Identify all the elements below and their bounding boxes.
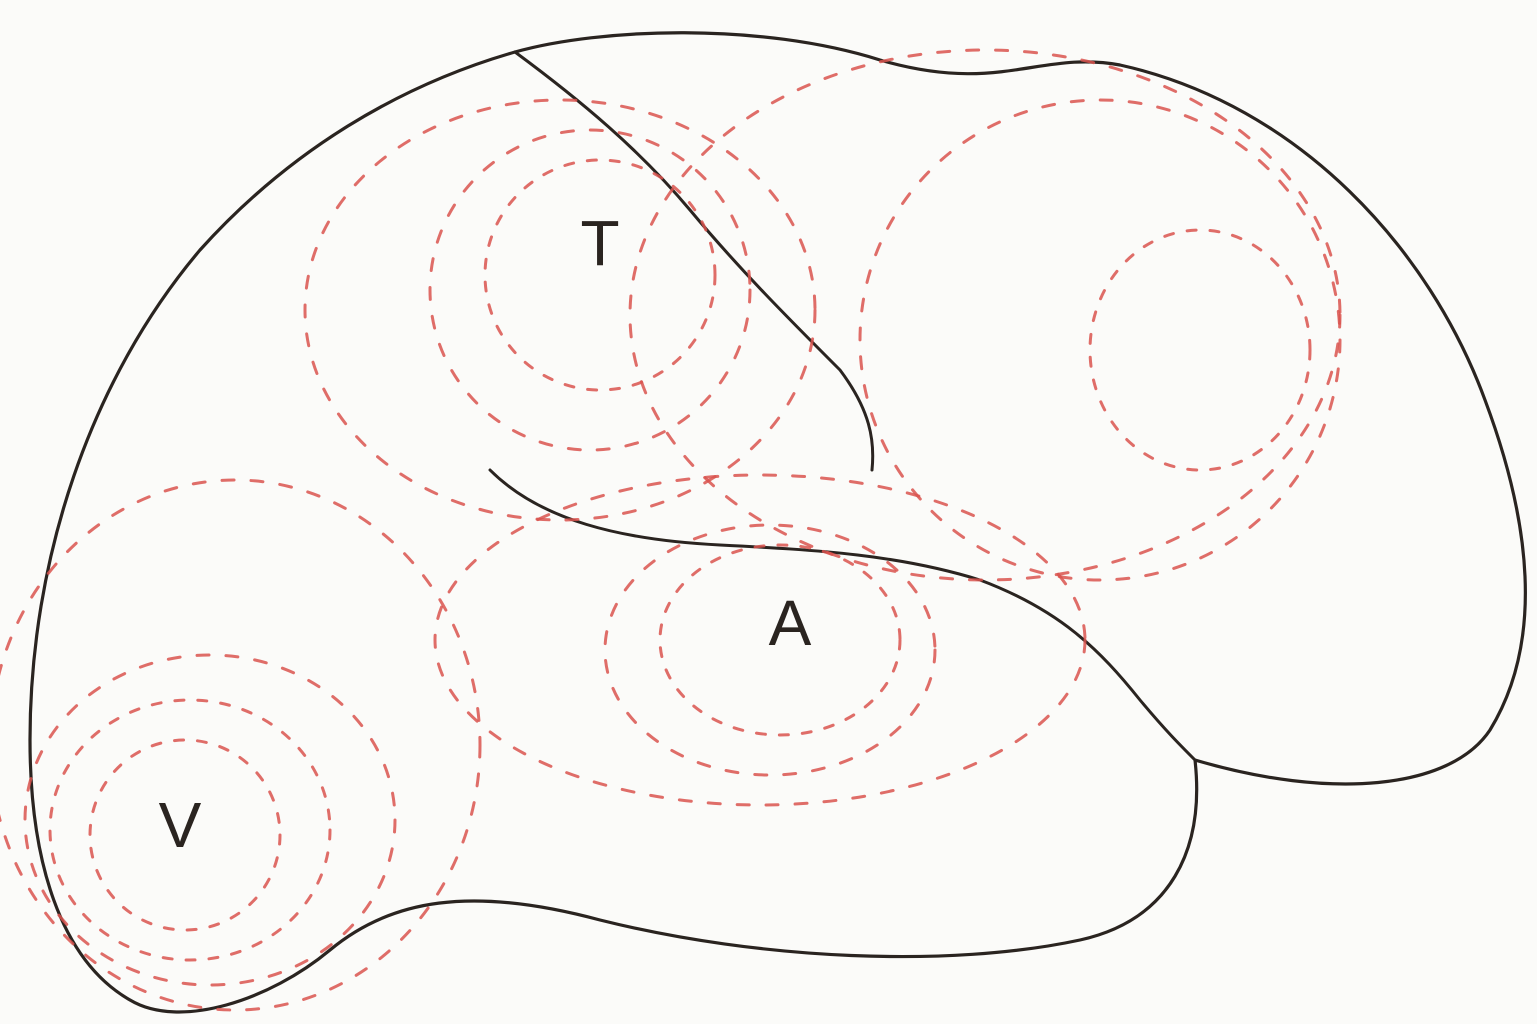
visual-zone-3 (25, 655, 395, 985)
center-label-t: T (580, 207, 619, 279)
frontal-zone-2 (630, 50, 1340, 580)
hemisphere-outline (30, 33, 1525, 1012)
center-label-v: V (159, 789, 202, 861)
frontal-zone-3 (1090, 230, 1310, 470)
central-sulcus (515, 52, 873, 470)
auditory-zones (435, 475, 1085, 805)
frontal-zones (630, 50, 1340, 580)
tactile-zones (305, 100, 815, 520)
frontal-zone-1 (860, 100, 1340, 580)
visual-zone-4 (0, 480, 480, 1010)
tactile-zone-3 (305, 100, 815, 520)
lateral-fissure (490, 470, 1195, 760)
visual-zones (0, 480, 480, 1010)
tactile-zone-2 (430, 130, 750, 450)
center-label-a: A (769, 587, 812, 659)
